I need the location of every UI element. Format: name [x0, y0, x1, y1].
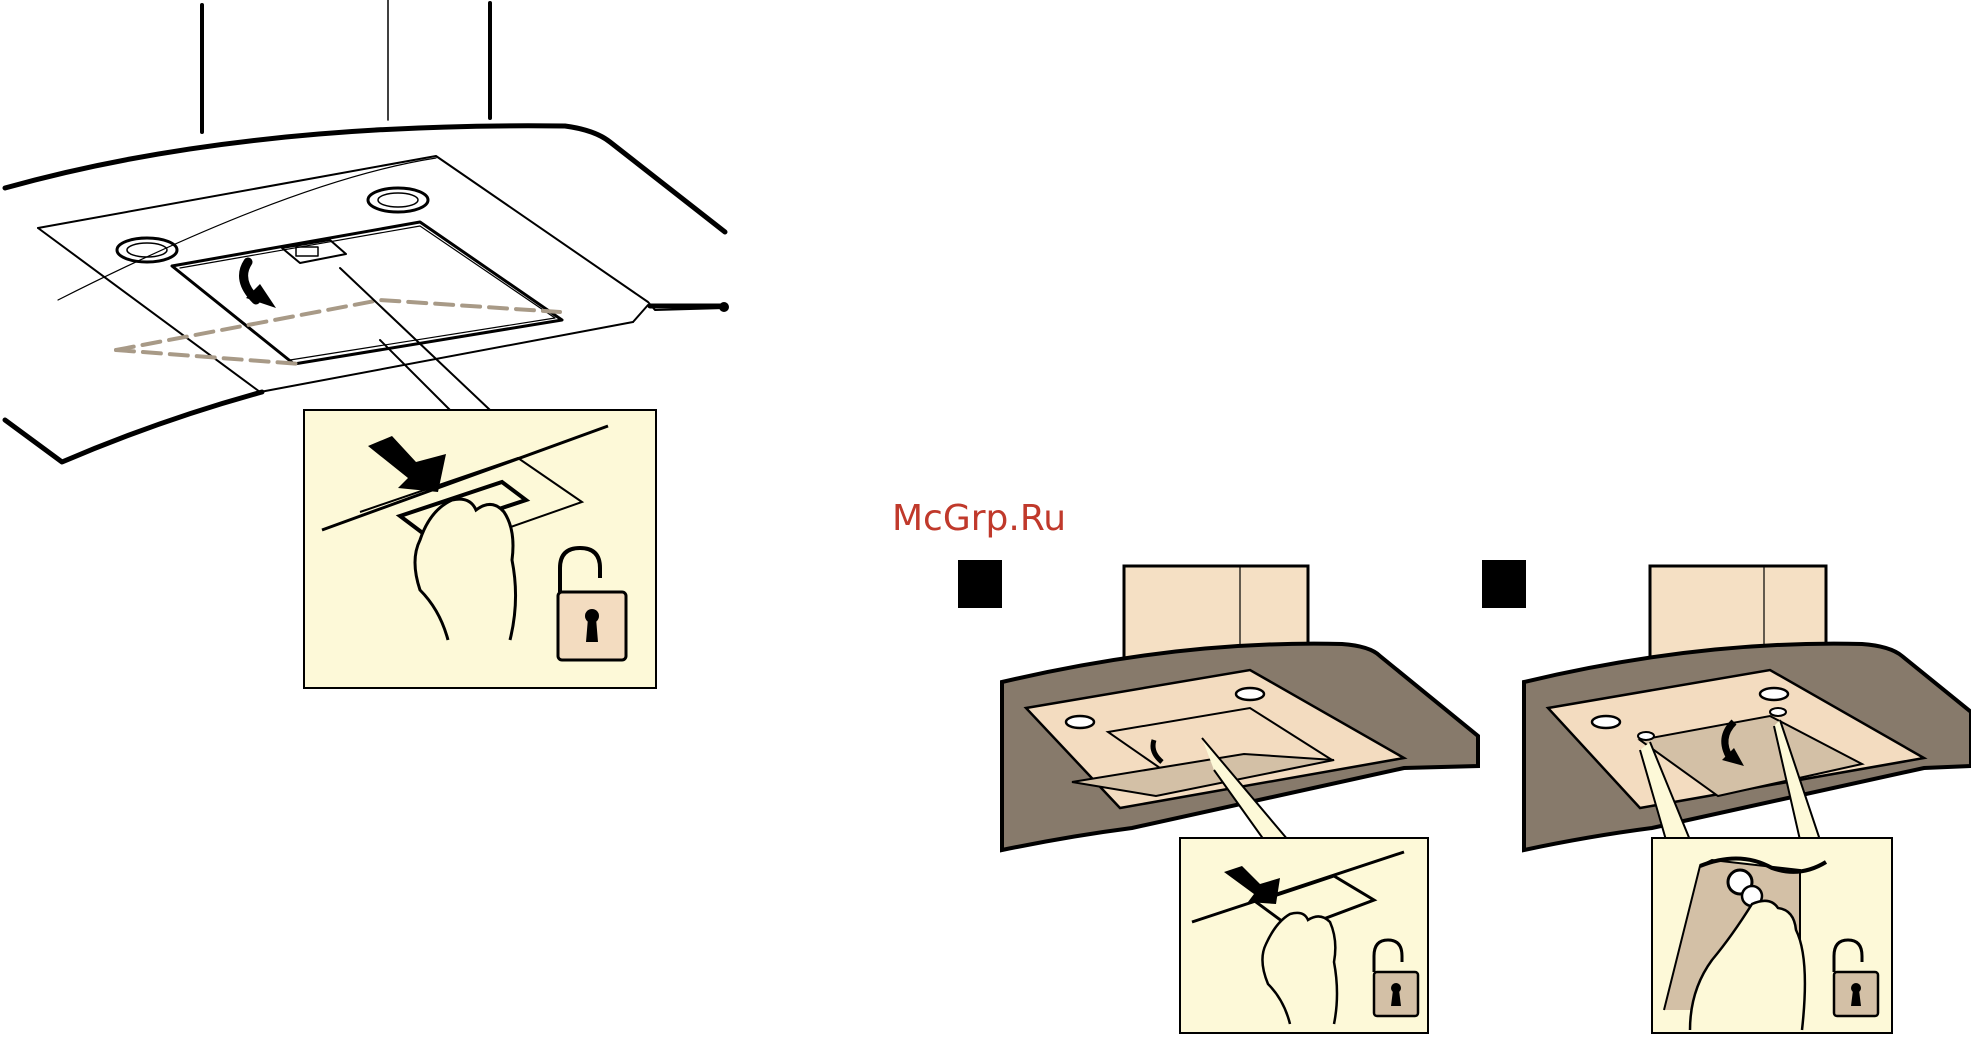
step-1-illustration	[958, 560, 1478, 1033]
step-marker	[1482, 560, 1526, 608]
chimney	[202, 0, 490, 132]
filter-knob	[1770, 708, 1786, 716]
inset-detail-main	[304, 410, 656, 688]
filter-knob	[1638, 732, 1654, 740]
watermark: McGrp.Ru	[892, 498, 1066, 539]
step-2-illustration	[1482, 560, 1971, 1033]
step-marker	[958, 560, 1002, 608]
light-fixture	[117, 188, 428, 262]
callout-wedge	[340, 268, 490, 410]
main-illustration	[5, 0, 728, 462]
